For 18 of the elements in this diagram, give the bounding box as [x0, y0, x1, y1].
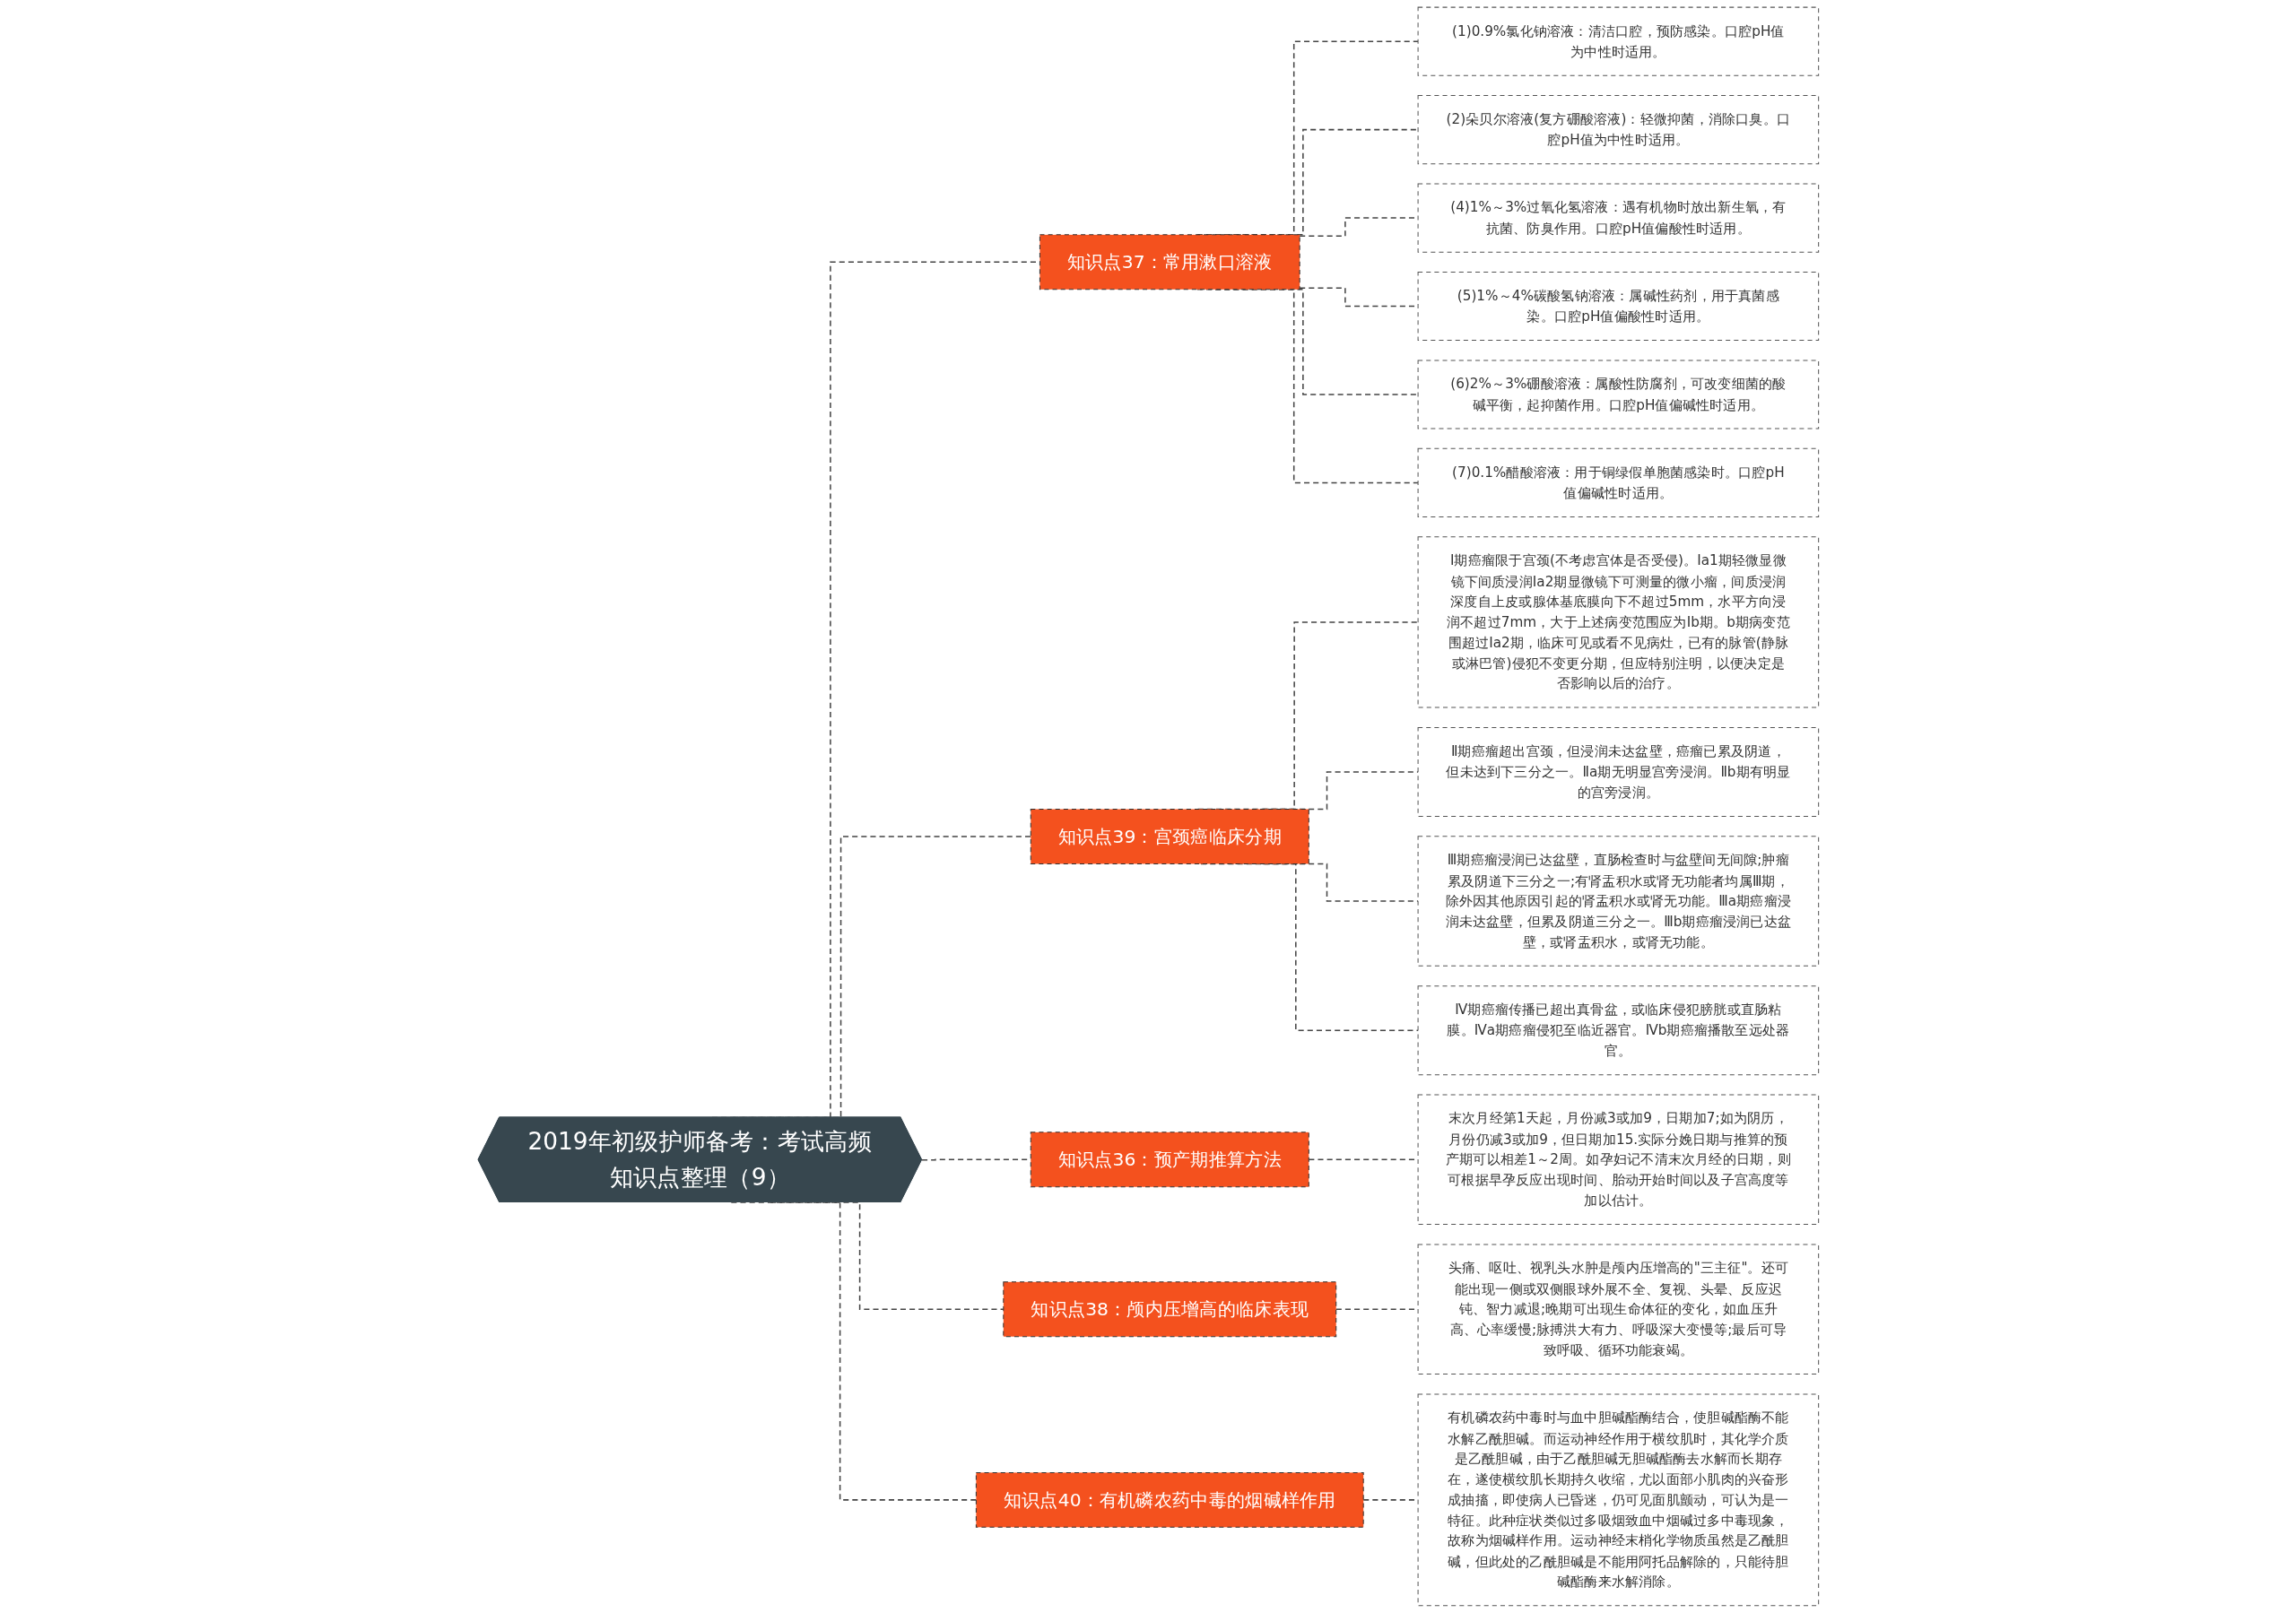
- node-box: 知识点39：宫颈癌临床分期: [1030, 809, 1309, 864]
- node-box: (7)0.1%醋酸溶液：用于铜绿假单胞菌感染时。口腔pH值偏碱性时适用。: [1417, 447, 1819, 517]
- node-box: (1)0.9%氯化钠溶液：清洁口腔，预防感染。口腔pH值为中性时适用。: [1417, 6, 1819, 76]
- node-box: Ⅳ期癌瘤传播已超出真骨盆，或临床侵犯膀胱或直肠粘膜。Ⅳa期癌瘤侵犯至临近器官。Ⅳb期癌瘤播散至远处器官。: [1417, 985, 1819, 1076]
- node-box: 知识点40：有机磷农药中毒的烟碱样作用: [975, 1471, 1364, 1528]
- node-box: 末次月经第1天起，月份减3或加9，日期加7;如为阴历，月份仍减3或加9，但日期加15.实际分娩日期与推算的预产期可以相差1～2周。如孕妇记不清末次月经的日期，则可根据早孕反应出现时间、胎动开始时间以及子宫高度等加以估计。: [1417, 1094, 1819, 1226]
- node-box: (2)朵贝尔溶液(复方硼酸溶液)：轻微抑菌，消除口臭。口腔pH值为中性时适用。: [1417, 95, 1819, 165]
- node-box: (4)1%～3%过氧化氢溶液：遇有机物时放出新生氧，有抗菌、防臭作用。口腔pH值偏酸性时适用。: [1417, 183, 1819, 253]
- node-box: 知识点37：常用漱口溶液: [1039, 234, 1300, 291]
- node-box: (5)1%～4%碳酸氢钠溶液：属碱性药剂，用于真菌感染。口腔pH值偏酸性时适用。: [1417, 271, 1819, 342]
- node-box: (6)2%～3%硼酸溶液：属酸性防腐剂，可改变细菌的酸碱平衡，起抑菌作用。口腔pH值偏碱性时适用。: [1417, 360, 1819, 429]
- node-box: 头痛、呕吐、视乳头水肿是颅内压增高的"三主征"。还可能出现一侧或双侧眼球外展不全、复视、头晕、反应迟钝、智力减退;晚期可出现生命体征的变化，如血压升高、心率缓慢;脉搏洪大有力、呼吸深大变慢等;最后可导致呼吸、循环功能衰竭。: [1417, 1244, 1819, 1375]
- node-box: Ⅲ期癌瘤浸润已达盆壁，直肠检查时与盆壁间无间隙;肿瘤累及阴道下三分之一;有肾盂积水或肾无功能者均属Ⅲ期，除外因其他原因引起的肾盂积水或肾无功能。Ⅲa期癌瘤浸润未达盆壁，但累及阴道三分之一。Ⅲb期癌瘤浸润已达盆壁，或肾盂积水，或肾无功能。: [1417, 836, 1819, 967]
- node-box: Ⅰ期癌瘤限于宫颈(不考虑宫体是否受侵)。Ⅰa1期轻微显微镜下间质浸润Ⅰa2期显微镜下可测量的微小瘤，间质浸润深度自上皮或腺体基底膜向下不超过5mm，水平方向浸润不超过7mm，大于上述病变范围应为Ⅰb期。b期病变范围超过Ⅰa2期，临床可见或看不见病灶，已有的脉管(静脉或淋巴管)侵犯不变更分期，但应特别注明，以便决定是否影响以后的治疗。: [1417, 536, 1819, 708]
- node-box: 知识点38：颅内压增高的临床表现: [1002, 1281, 1336, 1338]
- node-box: 知识点36：预产期推算方法: [1030, 1132, 1309, 1188]
- node-box: 有机磷农药中毒时与血中胆碱酯酶结合，使胆碱酯酶不能水解乙酰胆碱。而运动神经作用于横纹肌时，其化学介质是乙酰胆碱，由于乙酰胆碱无胆碱酯酶去水解而长期存在，遂使横纹肌长期持久收缩，尤以面部小肌肉的兴奋形成抽搐，即使病人已昏迷，仍可见面肌颤动，可认为是一特征。此种症状类似过多吸烟致血中烟碱过多中毒现象，故称为烟碱样作用。运动神经末梢化学物质虽然是乙酰胆碱，但此处的乙酰胆碱是不能用阿托品解除的，只能待胆碱酯酶来水解消除。: [1417, 1393, 1819, 1607]
- node-box: Ⅱ期癌瘤超出宫颈，但浸润未达盆壁，癌瘤已累及阴道，但未达到下三分之一。Ⅱa期无明显宫旁浸润。Ⅱb期有明显的宫旁浸润。: [1417, 726, 1819, 817]
